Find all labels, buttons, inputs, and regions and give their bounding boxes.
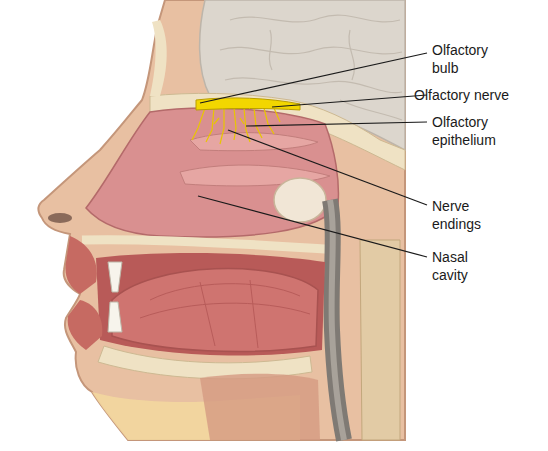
upper-tooth bbox=[108, 262, 122, 292]
head-section bbox=[38, 0, 405, 440]
tongue bbox=[112, 268, 318, 351]
oral-cavity bbox=[96, 253, 325, 355]
palate bbox=[82, 240, 340, 250]
part-label: Nerve endings bbox=[432, 197, 504, 233]
lower-lip bbox=[68, 300, 103, 350]
tongue-fibers bbox=[140, 280, 310, 348]
leader-line bbox=[272, 95, 427, 107]
lower-tooth bbox=[108, 302, 122, 332]
leader-lines bbox=[198, 53, 427, 257]
leader-line bbox=[200, 53, 427, 103]
part-label: Nasal cavity bbox=[432, 248, 504, 284]
part-label: Olfactory epithelium bbox=[432, 113, 504, 149]
sinus bbox=[274, 178, 326, 222]
neck-muscle bbox=[200, 374, 320, 440]
nasal-cavity bbox=[86, 108, 338, 237]
olfactory-bulb bbox=[196, 98, 300, 110]
leader-line bbox=[246, 122, 427, 126]
part-label: Olfactory nerve bbox=[414, 86, 544, 104]
jaw-bone bbox=[98, 346, 312, 379]
leader-line bbox=[228, 130, 427, 205]
vertebra bbox=[360, 240, 400, 440]
pharynx-highlight bbox=[330, 200, 344, 440]
leader-line bbox=[198, 196, 427, 257]
frontal-bone bbox=[150, 20, 167, 96]
pharynx bbox=[330, 200, 344, 440]
part-label: Olfactory bulb bbox=[432, 41, 504, 77]
upper-lip bbox=[66, 236, 97, 294]
nostril bbox=[48, 213, 72, 223]
